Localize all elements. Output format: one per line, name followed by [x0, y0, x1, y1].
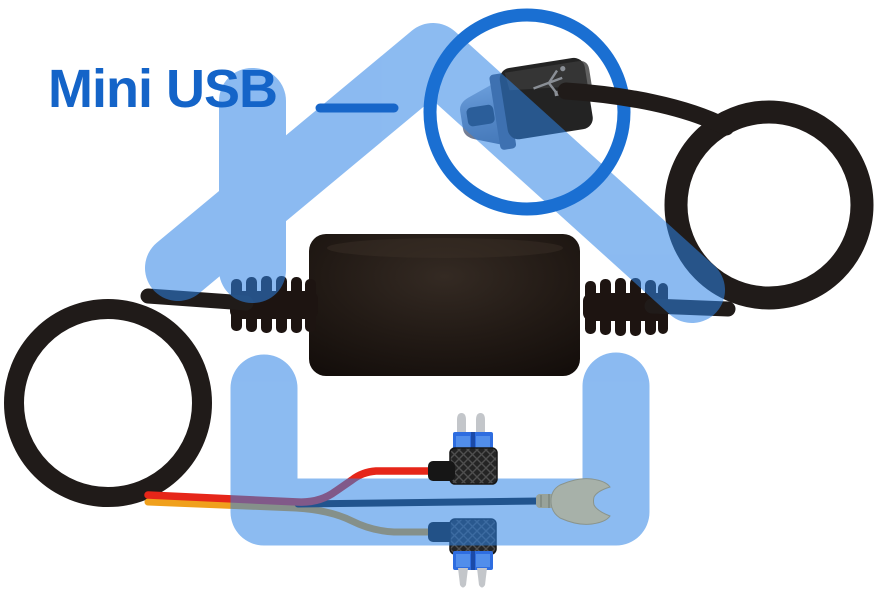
roof-shape — [145, 23, 725, 323]
fork-terminal-icon — [536, 478, 611, 525]
fuse-tap-top — [428, 413, 498, 485]
voltage-converter-box — [309, 234, 580, 376]
callout-circle-icon — [423, 8, 631, 216]
right-cable-loop — [664, 100, 874, 310]
left-cable-loop — [4, 299, 212, 507]
cable-segment-top — [557, 82, 735, 136]
mini-usb-label: Mini USB — [48, 59, 278, 119]
strain-relief-right — [583, 278, 668, 336]
frame-shape — [230, 352, 650, 546]
